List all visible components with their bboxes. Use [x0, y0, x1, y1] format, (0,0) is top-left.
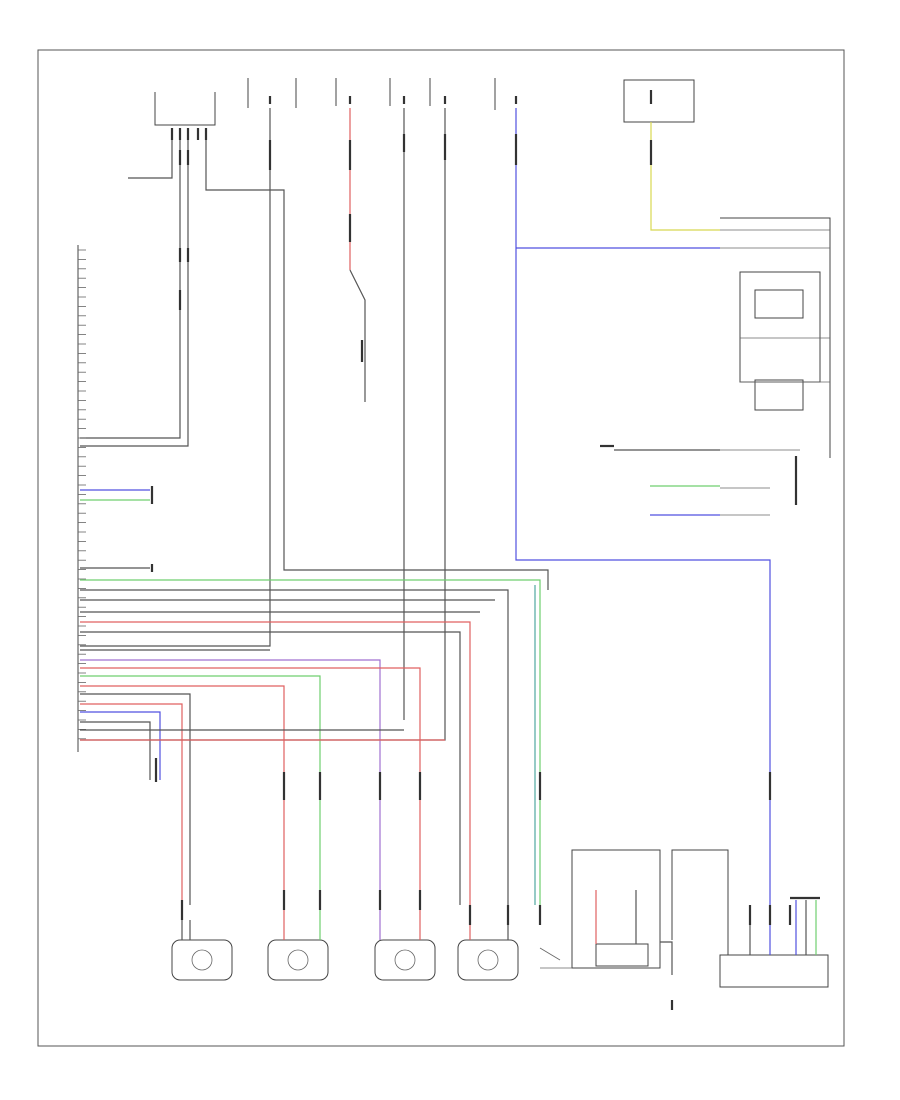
wheel-sensor-rr [374, 910, 436, 981]
fuse-top-3 [389, 78, 406, 106]
wires-relay [600, 444, 720, 516]
pump-motor-assembly [539, 849, 674, 1010]
wires-top [80, 108, 771, 905]
fuse-top-2 [335, 78, 352, 106]
diagram-frame [37, 49, 845, 1047]
hydraulic-unit-connector [671, 849, 829, 988]
wheel-sensor-lf [171, 920, 233, 981]
lower-ticks [180, 772, 772, 925]
wheel-sensor-rf [457, 925, 519, 981]
wires-harness [80, 486, 541, 905]
wheel-sensor-lr [267, 910, 329, 981]
lwr-top-left [154, 92, 216, 140]
fuse-top-right [623, 79, 695, 123]
fuse-top-1 [247, 78, 297, 108]
data-link-connector [790, 896, 820, 955]
fuse-top-5 [494, 78, 518, 110]
relay-box-right [720, 217, 831, 516]
fuse-top-4 [429, 78, 447, 106]
abs-control-module [77, 245, 86, 752]
